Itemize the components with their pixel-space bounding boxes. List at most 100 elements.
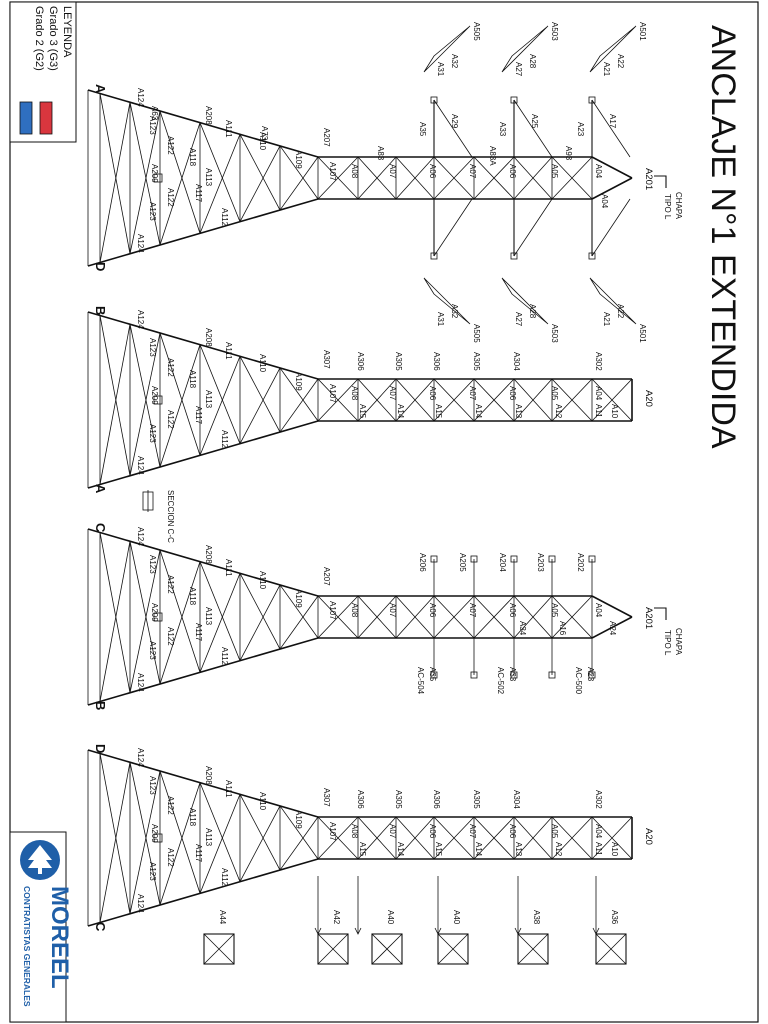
- bracket-station-label: A203: [536, 553, 545, 572]
- station-label: A208: [204, 106, 213, 125]
- peak-edge: [591, 156, 633, 179]
- body-diagonal: [317, 156, 359, 200]
- anchor-block: [317, 933, 349, 965]
- anchor-block: [517, 933, 549, 965]
- leg-member-label: A110: [258, 354, 267, 373]
- leg-upper: [87, 311, 319, 380]
- face-letter: A: [93, 484, 108, 494]
- body-member-label: A06: [508, 603, 517, 618]
- body-member-label: A08: [350, 603, 359, 618]
- leg-member-label: A123: [148, 424, 157, 443]
- leg-lower: [87, 198, 319, 267]
- anchor-block: [595, 933, 627, 965]
- leg-diagonal: [129, 541, 161, 685]
- body-member-label: A06: [508, 164, 517, 179]
- body-member-label: A04: [594, 824, 603, 839]
- body-diagonal: [357, 378, 397, 422]
- body-diagonal: [513, 595, 553, 639]
- center-node: [153, 395, 163, 405]
- bracket-diagonal-label: A33: [508, 667, 517, 682]
- leg-diagonal: [199, 122, 241, 222]
- arm-part-label: A28: [528, 304, 537, 319]
- leg-member-label: A109: [294, 810, 303, 829]
- leg-diagonal: [129, 549, 161, 693]
- arm-end-node: [588, 96, 596, 104]
- face-letter: C: [93, 922, 108, 932]
- center-node: [153, 612, 163, 622]
- body-member-label: A12: [554, 842, 563, 857]
- leg-member-label: A117: [194, 184, 203, 203]
- station-label: A209: [150, 603, 159, 622]
- leg-diagonal: [99, 324, 131, 485]
- leg-diagonal: [99, 762, 131, 923]
- arm-diagonal-label: A35: [418, 122, 427, 137]
- leg-diagonal: [129, 762, 161, 906]
- leg-member-label: A111: [224, 780, 233, 798]
- arm-part-label: A32: [450, 304, 459, 319]
- leg-lower: [87, 858, 319, 927]
- leg-member-label: A124: [136, 88, 145, 107]
- leg-member-label: A113: [204, 828, 213, 847]
- leg-member-label: A123: [148, 776, 157, 795]
- bracket-station-label: A204: [498, 553, 507, 572]
- station-label: A209: [150, 164, 159, 183]
- leg-member-label: A113: [204, 390, 213, 409]
- station-label: A207: [322, 567, 331, 586]
- arm-brace: [513, 198, 553, 257]
- leg-member-label: A123: [148, 641, 157, 660]
- legend-grade3-label: Grado 3 (G3): [47, 6, 59, 71]
- legend: LEYENDA Grado 3 (G3) Grado 2 (G2): [9, 1, 77, 143]
- body-member-label: A05: [550, 164, 559, 179]
- face-letter: C: [93, 523, 108, 533]
- body-member-label: A15: [434, 404, 443, 419]
- face-letter: D: [93, 262, 108, 271]
- body-diagonal: [357, 816, 397, 860]
- body-member-label: A04: [594, 164, 603, 179]
- arm-diagonal-label: A25: [530, 114, 539, 129]
- station-label: A209: [150, 386, 159, 405]
- station-label: A306: [356, 352, 365, 371]
- body-diagonal: [395, 378, 435, 422]
- arm-part-label: A27: [514, 312, 523, 327]
- bracket-node: [548, 555, 556, 563]
- body-diagonal: [357, 595, 397, 639]
- arm-end-node: [510, 252, 518, 260]
- arm-end-node: [510, 96, 518, 104]
- bracket-station-label: A205: [458, 553, 467, 572]
- body-diagonal: [551, 156, 593, 200]
- bracket-diagonal-label: A23: [586, 667, 595, 682]
- anchor-label: A36: [610, 910, 619, 925]
- leg-member-label: A124: [136, 894, 145, 913]
- body-diagonal: [591, 378, 633, 422]
- peak-member-label: A24: [608, 621, 617, 636]
- bracket-station-label: A206: [418, 553, 427, 572]
- anchor-cross: [437, 933, 469, 965]
- arm-detail-label: A501: [638, 22, 647, 41]
- station-label: A307: [322, 788, 331, 807]
- bracket-node: [510, 671, 518, 679]
- arm-detail-triangle: [501, 277, 549, 325]
- body-member-label: A15: [358, 842, 367, 857]
- leg-diagonal: [99, 753, 131, 914]
- leg-diagonal: [159, 561, 201, 685]
- anchor-block: [371, 933, 403, 965]
- leg-member-label: A107: [328, 162, 337, 181]
- leg-upper: [87, 89, 319, 158]
- leg-member-label: A112: [220, 208, 229, 227]
- mid-member-label: A83: [376, 146, 385, 161]
- body-diagonal: [513, 156, 553, 200]
- leg-diagonal: [239, 805, 281, 882]
- leg-member-label: A107: [328, 601, 337, 620]
- bracket-station-label: A202: [576, 553, 585, 572]
- arm-brace: [433, 198, 473, 257]
- leg-member-label: A118: [188, 587, 197, 606]
- arm-end-node: [430, 252, 438, 260]
- arm-detail-label: A505: [472, 22, 481, 41]
- body-diagonal: [473, 378, 515, 422]
- body-member-label: A05: [550, 386, 559, 401]
- anchor-label: A38: [532, 910, 541, 925]
- leg-member-label: A118: [188, 370, 197, 389]
- body-member-label: A07: [388, 603, 397, 618]
- arm-detail-triangle: [423, 25, 471, 73]
